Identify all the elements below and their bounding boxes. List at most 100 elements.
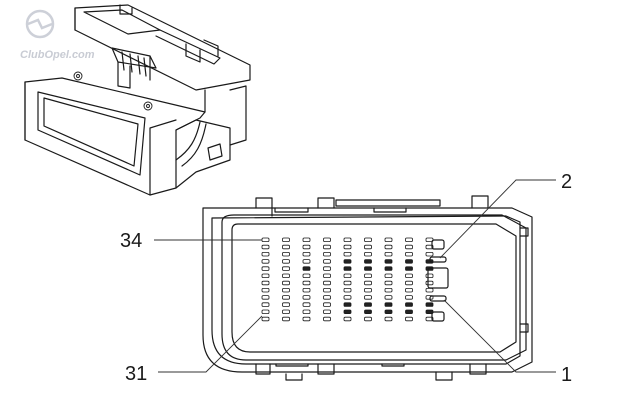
pin-cavity: [261, 251, 270, 257]
pin-cavity: [323, 280, 331, 286]
pin-cavity: [261, 280, 270, 286]
pin-cavity: [384, 259, 393, 264]
pin-cavity: [302, 259, 311, 264]
pin-cavity: [343, 244, 352, 250]
pin-cavity: [282, 295, 290, 300]
pin-cavity: [425, 244, 434, 250]
pin-cavity: [302, 266, 311, 271]
pin-cavity: [384, 302, 393, 307]
pin-cavity: [384, 244, 393, 250]
pin-cavity: [261, 287, 270, 293]
pin-cavity: [323, 302, 331, 307]
pin-cavity: [425, 280, 434, 286]
pin-cavity: [323, 251, 331, 257]
pin-cavity: [364, 237, 372, 242]
connector-housing-3d: [24, 4, 251, 196]
pin-cavity: [425, 287, 434, 293]
pin-cavity: [405, 280, 413, 286]
pin-cavity: [282, 280, 290, 286]
pin-cavity: [405, 237, 413, 242]
pin-cavity: [282, 244, 290, 250]
pin-cavity: [364, 316, 372, 322]
watermark: ClubOpel.com: [20, 9, 95, 61]
pin-cavity: [282, 316, 290, 322]
pin-cavity: [261, 237, 270, 242]
pin-cavity: [364, 280, 372, 286]
pin-cavity: [302, 309, 311, 314]
pin-cavity: [405, 273, 413, 278]
pin-cavity: [384, 251, 393, 257]
pin-cavity: [425, 302, 434, 307]
connector-face-view: [202, 195, 533, 381]
callout-pin-2: 2: [439, 171, 572, 259]
pin-cavity: [384, 309, 393, 314]
pin-cavity: [384, 273, 393, 278]
pin-cavity: [384, 316, 393, 322]
pin-cavity: [405, 309, 413, 314]
pin-cavity: [282, 273, 290, 278]
pin-cavity: [343, 309, 352, 314]
pin-cavity: [405, 251, 413, 257]
pin-cavity: [384, 295, 393, 300]
pin-cavity: [343, 280, 352, 286]
pin-cavity: [302, 237, 311, 242]
callout-label-2: 2: [561, 171, 572, 193]
pin-cavity: [302, 280, 311, 286]
pin-cavity: [302, 316, 311, 322]
pin-cavity: [343, 266, 352, 271]
pin-cavity: [343, 287, 352, 293]
pin-cavity: [282, 251, 290, 257]
pin-cavity: [323, 237, 331, 242]
callout-pin-1: 1: [443, 299, 572, 386]
pin-cavity: [302, 287, 311, 293]
cavity-bottom: [431, 311, 445, 322]
pin-cavity: [261, 273, 270, 278]
pin-cavity: [384, 266, 393, 271]
pin-cavity: [282, 266, 290, 271]
pin-cavity: [405, 259, 413, 264]
pin-cavity: [261, 266, 270, 271]
callout-label-31: 31: [125, 363, 147, 385]
pin-cavity: [343, 316, 352, 322]
pin-cavity: [343, 237, 352, 242]
pin-cavity: [364, 259, 372, 264]
pin-cavity: [343, 259, 352, 264]
pin-cavity: [261, 244, 270, 250]
pin-cavity: [323, 309, 331, 314]
pin-cavity: [261, 316, 270, 322]
callout-label-34: 34: [120, 230, 142, 252]
opel-logo-icon: [25, 9, 55, 39]
callout-pin-31: 31: [125, 315, 263, 385]
pin-cavity: [282, 237, 290, 242]
pin-cavity: [261, 309, 270, 314]
pin-cavity: [302, 302, 311, 307]
pin-cavity: [282, 259, 290, 264]
pin-cavity: [323, 259, 331, 264]
cavity-center: [427, 267, 449, 289]
pin-cavity: [343, 273, 352, 278]
pin-cavity: [364, 302, 372, 307]
pin-cavity: [364, 244, 372, 250]
pin-cavity: [405, 266, 413, 271]
pin-grid: [261, 237, 434, 322]
watermark-text: ClubOpel.com: [20, 49, 95, 61]
pin-cavity: [323, 266, 331, 271]
pin-cavity: [282, 302, 290, 307]
pin-cavity: [364, 266, 372, 271]
pin-cavity: [384, 237, 393, 242]
pin-cavity: [261, 295, 270, 300]
pin-cavity: [343, 295, 352, 300]
pin-cavity: [384, 280, 393, 286]
pin-cavity: [302, 295, 311, 300]
pin-cavity: [405, 316, 413, 322]
callout-label-1: 1: [561, 364, 572, 386]
pin-cavity: [282, 287, 290, 293]
pin-cavity: [364, 309, 372, 314]
pin-cavity: [282, 309, 290, 314]
pin-cavity: [323, 244, 331, 250]
pin-cavity: [405, 287, 413, 293]
pin-cavity: [302, 251, 311, 257]
cavity-upper: [429, 256, 447, 263]
pin-cavity: [364, 295, 372, 300]
